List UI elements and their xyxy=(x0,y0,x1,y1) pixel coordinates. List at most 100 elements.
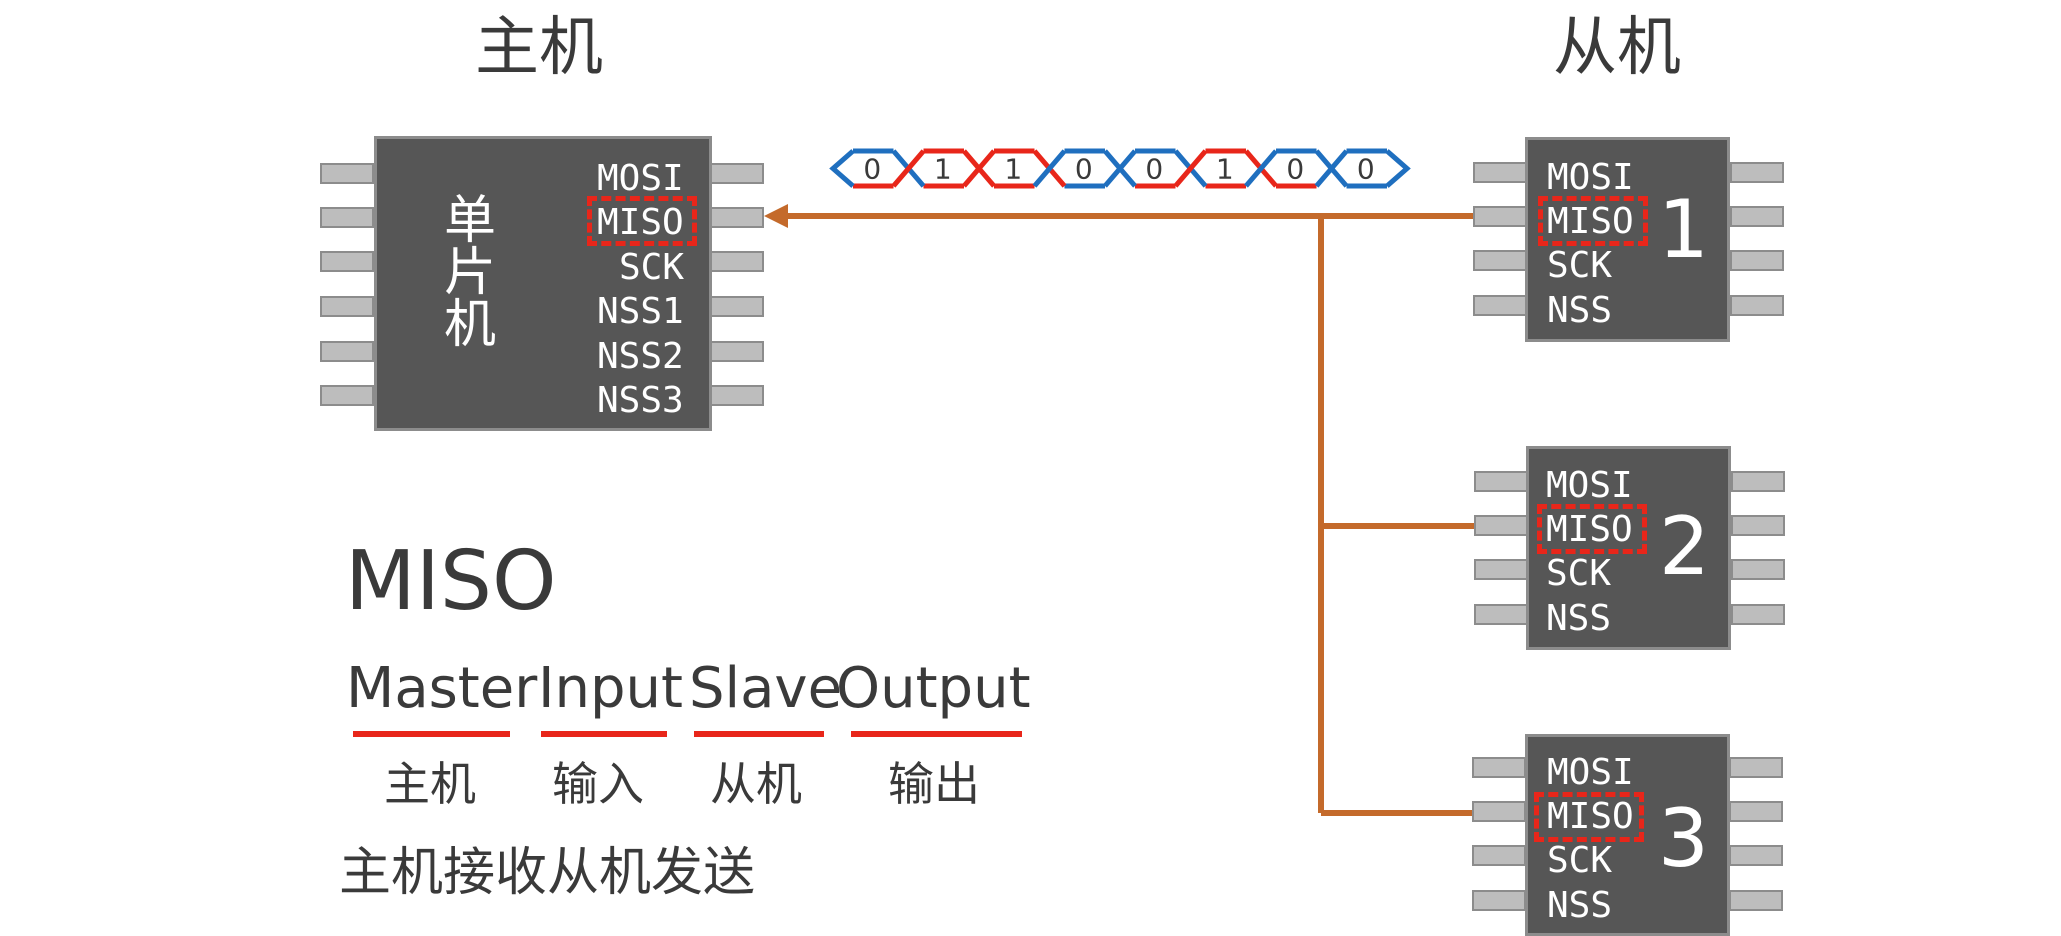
bitstream-waveform: 0 1 1 0 0 1 0 0 xyxy=(829,148,1411,189)
acronym-word-input: Input xyxy=(538,656,684,721)
slave3-number: 3 xyxy=(1658,792,1709,885)
slave1-pin-label-miso: MISO xyxy=(1547,201,1634,242)
bit-value-7: 0 xyxy=(1357,153,1375,186)
acronym-word-output: Output xyxy=(836,656,1031,721)
master-pin-right-3 xyxy=(710,251,764,272)
slave2-miso-highlight xyxy=(1537,504,1647,554)
slave2-pin-label-nss: NSS xyxy=(1546,598,1612,639)
slave3-pin-left-3 xyxy=(1472,845,1526,866)
slave3-pin-right-1 xyxy=(1729,757,1783,778)
slave1-pin-left-3 xyxy=(1473,250,1527,271)
bit-end-edge xyxy=(1385,149,1411,188)
bit-value-5: 1 xyxy=(1216,153,1234,186)
slave-heading: 从机 xyxy=(1553,11,1681,85)
slave2-pin-label-mosi: MOSI xyxy=(1546,465,1633,506)
master-chip-name: 单片机 xyxy=(443,191,496,355)
slave1-pin-right-3 xyxy=(1730,250,1784,271)
bit-value-4: 0 xyxy=(1145,153,1163,186)
slave1-pin-left-1 xyxy=(1473,162,1527,183)
slave3-chip-body: MOSI MISO SCK NSS 3 xyxy=(1525,734,1730,936)
slave1-miso-highlight xyxy=(1538,196,1648,246)
master-pin-left-3 xyxy=(320,251,374,272)
slave1-pin-left-4 xyxy=(1473,295,1527,316)
arrow-head-icon xyxy=(764,204,788,228)
bit-value-1: 1 xyxy=(934,153,952,186)
bit-value-6: 0 xyxy=(1286,153,1304,186)
bit-value-0: 0 xyxy=(863,153,881,186)
master-pin-right-6 xyxy=(710,385,764,406)
master-pin-right-4 xyxy=(710,296,764,317)
bit-transition-b-2 xyxy=(962,149,996,188)
slave1-pin-right-1 xyxy=(1730,162,1784,183)
underline-slave xyxy=(694,731,824,737)
slave2-pin-right-1 xyxy=(1731,471,1785,492)
slave2-pin-left-1 xyxy=(1474,471,1528,492)
slave1-pin-right-2 xyxy=(1730,206,1784,227)
acronym-cn-output: 输出 xyxy=(888,757,980,811)
bit-start-edge xyxy=(829,149,855,188)
master-pin-label-nss1: NSS1 xyxy=(597,291,684,332)
acronym-cn-slave: 从机 xyxy=(710,757,802,811)
underline-master xyxy=(353,731,510,737)
master-pin-label-nss3: NSS3 xyxy=(597,380,684,421)
slave3-pin-left-1 xyxy=(1472,757,1526,778)
slave3-pin-right-2 xyxy=(1729,801,1783,822)
bit-transition-b-6 xyxy=(1244,149,1278,188)
acronym-word-slave: Slave xyxy=(689,656,843,721)
slave1-pin-left-2 xyxy=(1473,206,1527,227)
master-pin-label-mosi: MOSI xyxy=(597,158,684,199)
slave2-pin-right-3 xyxy=(1731,559,1785,580)
slave1-chip-body: MOSI MISO SCK NSS 1 xyxy=(1525,137,1730,342)
bit-value-2: 1 xyxy=(1004,153,1022,186)
acronym-cn-master: 主机 xyxy=(384,757,476,811)
master-heading: 主机 xyxy=(475,11,603,85)
slave2-number: 2 xyxy=(1659,500,1710,593)
master-pin-left-4 xyxy=(320,296,374,317)
master-chip-body: 单片机 MOSI MISO SCK NSS1 NSS2 NSS3 xyxy=(374,136,712,431)
slave2-pin-right-4 xyxy=(1731,604,1785,625)
bit-value-3: 0 xyxy=(1075,153,1093,186)
slave2-pin-label-miso: MISO xyxy=(1546,509,1633,550)
slave3-miso-highlight xyxy=(1534,792,1644,842)
slave3-pin-left-4 xyxy=(1472,890,1526,911)
bit-transition-b-4 xyxy=(1103,149,1137,188)
slave2-pin-label-sck: SCK xyxy=(1546,553,1612,594)
master-pin-left-5 xyxy=(320,341,374,362)
slave2-pin-left-3 xyxy=(1474,559,1528,580)
slave2-pin-left-4 xyxy=(1474,604,1528,625)
slave2-pin-left-2 xyxy=(1474,515,1528,536)
master-pin-left-2 xyxy=(320,207,374,228)
slave3-pin-right-4 xyxy=(1729,890,1783,911)
slave1-pin-label-mosi: MOSI xyxy=(1547,157,1634,198)
underline-input xyxy=(541,731,667,737)
slave2-pin-right-2 xyxy=(1731,515,1785,536)
bit-transition-b-3 xyxy=(1032,149,1067,188)
slave1-pin-label-sck: SCK xyxy=(1547,245,1613,286)
slave1-pin-label-nss: NSS xyxy=(1547,290,1613,331)
master-miso-highlight xyxy=(587,196,697,246)
bit-transition-b-7 xyxy=(1314,149,1349,188)
acronym-cn-input: 输入 xyxy=(552,757,644,811)
master-pin-label-sck: SCK xyxy=(619,247,685,288)
master-pin-right-1 xyxy=(710,163,764,184)
master-pin-label-miso: MISO xyxy=(597,202,684,243)
master-pin-label-nss2: NSS2 xyxy=(597,336,684,377)
acronym-title: MISO xyxy=(345,534,557,629)
slave3-pin-right-3 xyxy=(1729,845,1783,866)
underline-output xyxy=(851,731,1022,737)
master-pin-left-6 xyxy=(320,385,374,406)
slave3-pin-label-mosi: MOSI xyxy=(1547,752,1634,793)
bit-transition-b-5 xyxy=(1173,149,1208,188)
slave1-number: 1 xyxy=(1658,183,1709,276)
slave3-pin-label-nss: NSS xyxy=(1547,885,1613,926)
slave3-pin-label-miso: MISO xyxy=(1547,796,1634,837)
master-pin-right-2 xyxy=(710,207,764,228)
master-pin-right-5 xyxy=(710,341,764,362)
acronym-word-master: Master xyxy=(346,656,538,721)
slave1-pin-right-4 xyxy=(1730,295,1784,316)
slave2-chip-body: MOSI MISO SCK NSS 2 xyxy=(1526,446,1731,650)
bit-transition-b-1 xyxy=(891,149,926,188)
master-pin-left-1 xyxy=(320,163,374,184)
